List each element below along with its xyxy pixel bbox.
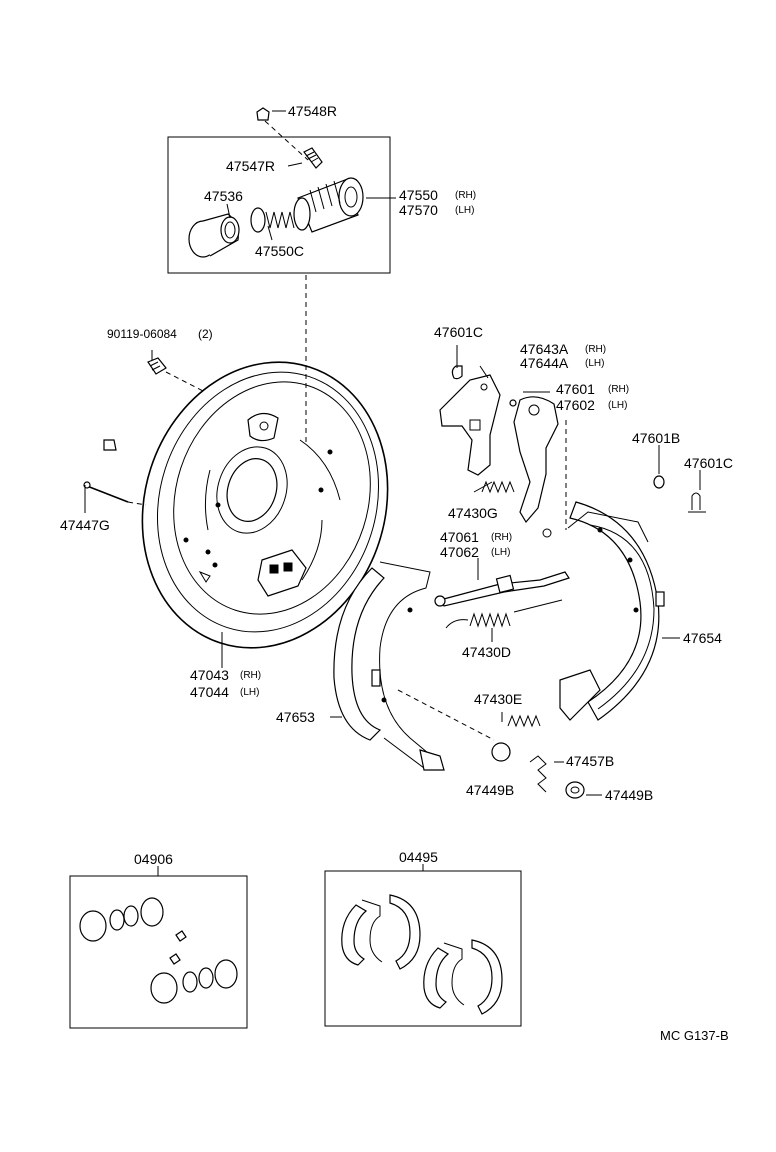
hold-down-pin-drawing [83, 481, 129, 513]
label-47547R: 47547R [226, 158, 275, 174]
label-47457B: 47457B [566, 753, 614, 769]
label-47447G: 47447G [60, 517, 110, 533]
label-47062-lh: (LH) [491, 547, 510, 558]
label-47044-lh: (LH) [240, 687, 259, 698]
brake-shoe-left-drawing [333, 561, 445, 771]
kit-04906-cups-drawing [79, 897, 238, 1004]
clip-upper-drawing [451, 365, 463, 380]
bleeder-cap-drawing [256, 107, 270, 121]
label-90119-06084: 90119-06084 [107, 327, 177, 341]
label-47570: 47570 [399, 202, 438, 218]
adjusting-lever-drawing [509, 396, 559, 538]
label-47043-rh: (RH) [240, 670, 261, 681]
boot-drawing [188, 213, 240, 258]
figure-code: MC G137-B [660, 1028, 729, 1043]
bleeder-screw-drawing [303, 147, 323, 169]
label-47550-rh: (RH) [455, 190, 476, 201]
cup-right-drawing [565, 781, 585, 799]
label-47430E: 47430E [474, 691, 522, 707]
label-47643A: 47643A [520, 341, 569, 357]
spring-47430E-drawing [507, 714, 541, 728]
label-47570-lh: (LH) [455, 205, 474, 216]
label-47653: 47653 [276, 709, 315, 725]
label-47430D: 47430D [462, 644, 511, 660]
label-47550C: 47550C [255, 243, 304, 259]
label-04495: 04495 [399, 849, 438, 865]
bolt-drawing [147, 357, 167, 375]
label-47654: 47654 [683, 630, 722, 646]
cup-left-drawing [491, 742, 511, 762]
label-47062: 47062 [440, 544, 479, 560]
label-47602-lh: (LH) [608, 400, 627, 411]
cylinder-body-drawing [293, 177, 364, 233]
adjuster-strut-drawing [434, 571, 570, 607]
label-47644A-lh: (LH) [585, 358, 604, 369]
label-47643A-rh: (RH) [585, 344, 606, 355]
label-47550: 47550 [399, 187, 438, 203]
label-47061-rh: (RH) [491, 532, 512, 543]
backing-plate-drum-drawing [141, 361, 389, 649]
spring-47430G-drawing [481, 480, 515, 494]
pin-drawing [103, 439, 117, 451]
label-04906: 04906 [134, 851, 173, 867]
brake-shoe-right-drawing [559, 501, 665, 721]
label-47601B: 47601B [632, 430, 680, 446]
label-47061: 47061 [440, 529, 479, 545]
wheel-cylinder-box [167, 136, 391, 274]
spring-47457B-drawing [529, 755, 547, 793]
label-47601C-upper: 47601C [434, 324, 483, 340]
wheel-cylinder-group [167, 107, 396, 274]
cup-spring-drawing [250, 207, 295, 233]
label-47044: 47044 [190, 684, 229, 700]
label-47430G: 47430G [448, 505, 498, 521]
label-47449B-right: 47449B [605, 787, 653, 803]
spring-47430D-drawing [445, 599, 563, 629]
label-47548R: 47548R [288, 103, 337, 119]
label-90119-qty: (2) [198, 327, 213, 341]
label-47644A: 47644A [520, 355, 569, 371]
label-47449B-left: 47449B [466, 782, 514, 798]
label-47601-rh: (RH) [608, 384, 629, 395]
label-47601C-right: 47601C [684, 455, 733, 471]
label-47043: 47043 [190, 667, 229, 683]
kit-box-04495 [324, 864, 522, 1027]
parking-lever-plate-drawing [439, 374, 501, 476]
label-47602: 47602 [556, 397, 595, 413]
clip-right-drawing [688, 492, 706, 513]
kit-box-04906 [69, 866, 248, 1029]
label-47601: 47601 [556, 381, 595, 397]
clip-47601B-drawing [653, 475, 665, 489]
kit-04495-shoes-drawing [341, 894, 503, 1015]
label-47536: 47536 [204, 188, 243, 204]
